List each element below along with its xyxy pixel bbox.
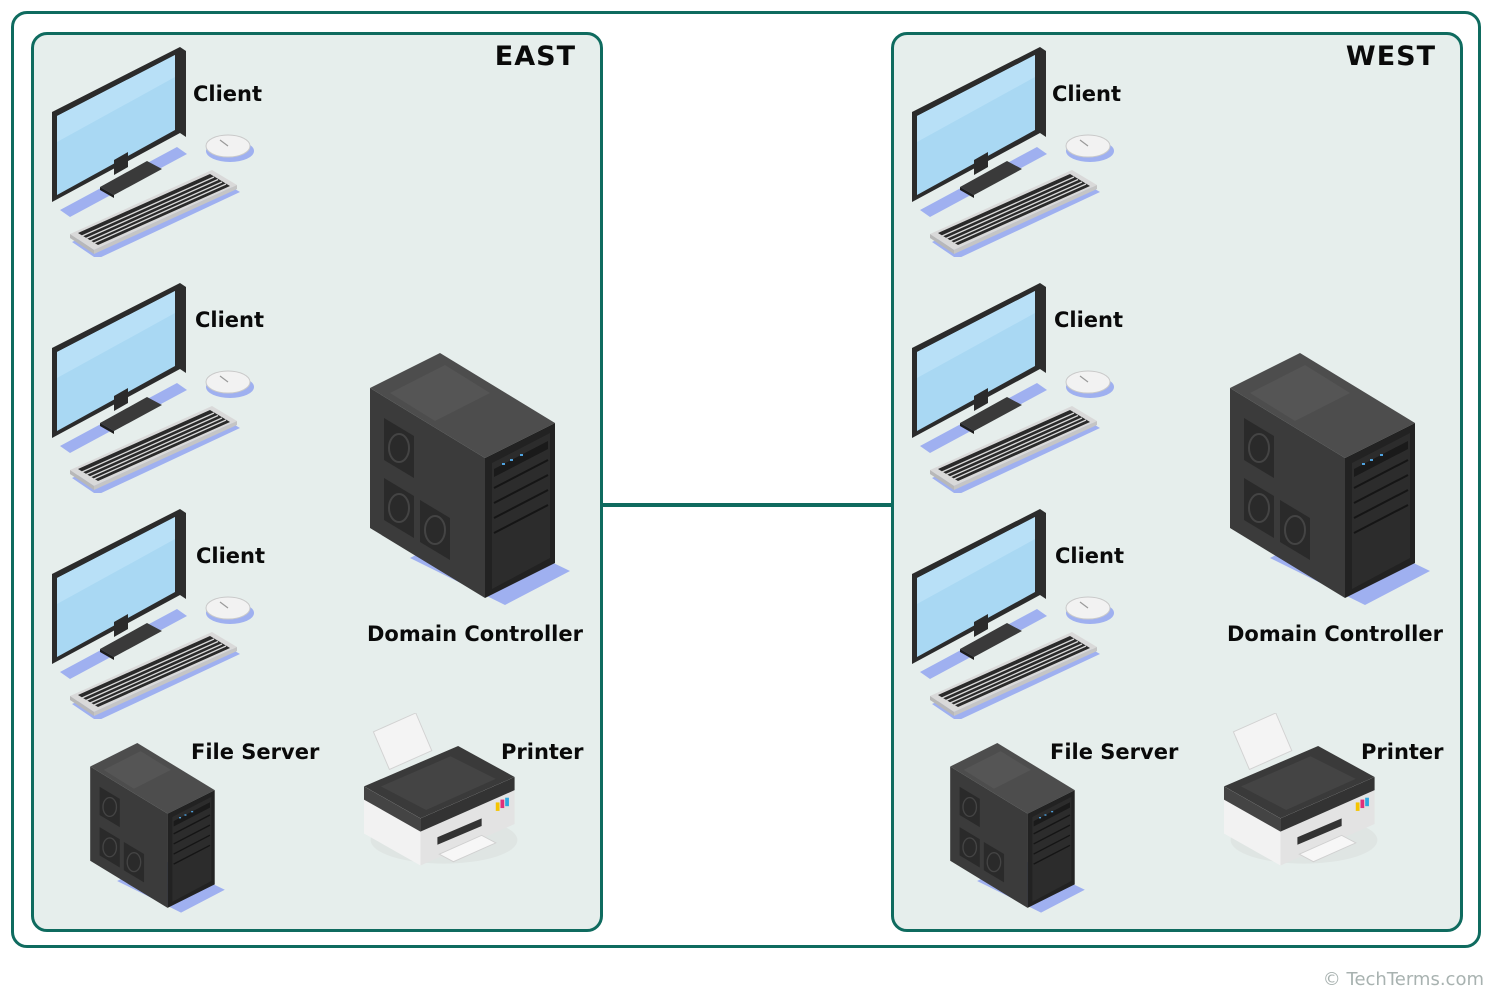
site-west: WEST Client Client Client Domain Control… (891, 32, 1463, 932)
copyright-footer: © TechTerms.com (1322, 969, 1484, 990)
site-title: EAST (494, 41, 576, 72)
client-label: Client (1054, 308, 1124, 332)
file-server-label: File Server (1050, 740, 1179, 764)
client-label: Client (1052, 82, 1122, 106)
printer-icon (364, 713, 524, 873)
client-workstation-icon (52, 509, 262, 719)
client-label: Client (1055, 544, 1125, 568)
domain-controller-label: Domain Controller (1227, 622, 1443, 646)
printer-icon (1224, 713, 1384, 873)
domain-controller-icon (1230, 353, 1430, 613)
printer-label: Printer (501, 740, 584, 764)
file-server-icon (950, 743, 1085, 918)
client-workstation-icon (912, 47, 1122, 257)
client-workstation-icon (912, 509, 1122, 719)
file-server-icon (90, 743, 225, 918)
domain-controller-label: Domain Controller (367, 622, 583, 646)
printer-label: Printer (1361, 740, 1444, 764)
site-east: EAST Client Client Client Domain Control… (31, 32, 603, 932)
client-label: Client (193, 82, 263, 106)
domain-controller-icon (370, 353, 570, 613)
client-workstation-icon (52, 47, 262, 257)
file-server-label: File Server (191, 740, 320, 764)
client-label: Client (195, 308, 265, 332)
client-label: Client (196, 544, 266, 568)
site-title: WEST (1345, 41, 1436, 72)
site-link-line (602, 503, 892, 507)
